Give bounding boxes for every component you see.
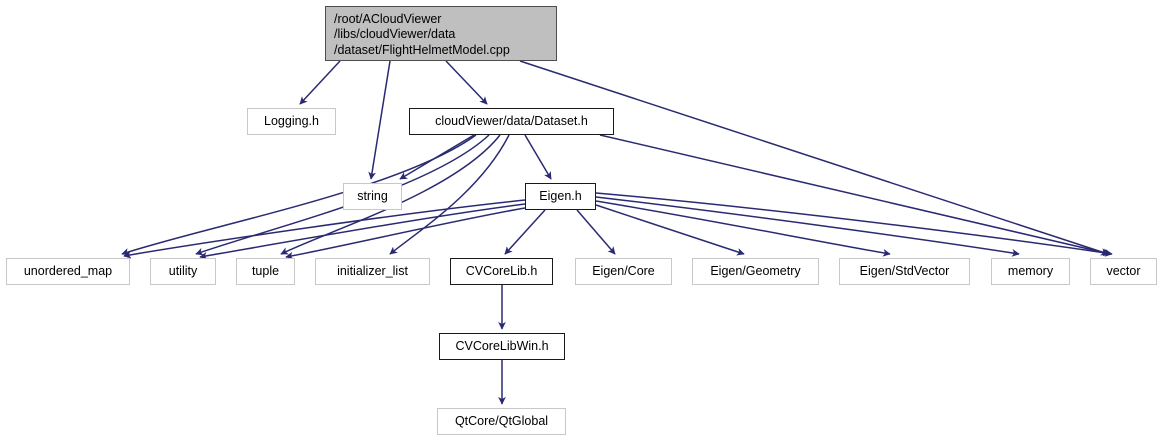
edge-eigen-to-eigen_geometry — [595, 204, 745, 256]
edge-eigen-to-memory — [595, 196, 1020, 257]
edge-dataset-to-eigen — [524, 134, 552, 180]
node-eigen-geometry[interactable]: Eigen/Geometry — [692, 258, 819, 285]
node-tuple[interactable]: tuple — [236, 258, 295, 285]
node-root-file[interactable]: /root/ACloudViewer/libs/cloudViewer/data… — [325, 6, 557, 61]
edge-eigen-to-eigen_stdvector — [595, 200, 891, 257]
node-unordered-map[interactable]: unordered_map — [6, 258, 130, 285]
node-eigen-core[interactable]: Eigen/Core — [575, 258, 672, 285]
edge-dataset-to-string — [399, 134, 475, 180]
edge-eigen-to-vector — [595, 192, 1113, 257]
edge-root-to-string — [368, 60, 391, 180]
node-utility[interactable]: utility — [150, 258, 216, 285]
edge-eigen-to-unordered_map — [123, 199, 526, 259]
edge-dataset-to-initializer — [389, 134, 510, 255]
edge-root-to-dataset — [445, 60, 488, 105]
edge-eigen-to-cvcorelib — [504, 209, 546, 255]
node-logging-h[interactable]: Logging.h — [247, 108, 336, 135]
node-root-line3: /dataset/FlightHelmetModel.cpp — [334, 42, 510, 57]
edge-eigen-to-eigen_core — [576, 209, 616, 255]
edge-root-to-logging — [299, 60, 341, 105]
edge-eigen-to-tuple — [285, 207, 526, 260]
node-root-line2: /libs/cloudViewer/data — [334, 27, 456, 42]
edge-root-to-vector — [519, 60, 1109, 256]
node-cvcorelibwin-h[interactable]: CVCoreLibWin.h — [439, 333, 565, 360]
node-eigen-h[interactable]: Eigen.h — [525, 183, 596, 210]
edge-eigen-to-utility — [199, 203, 526, 260]
edge-dataset-to-vector — [599, 134, 1111, 257]
node-dataset-h[interactable]: cloudViewer/data/Dataset.h — [409, 108, 614, 135]
node-initializer-list[interactable]: initializer_list — [315, 258, 430, 285]
edge-dataset-to-unordered_map — [121, 134, 477, 256]
node-string[interactable]: string — [343, 183, 402, 210]
node-qtcore-qtglobal[interactable]: QtCore/QtGlobal — [437, 408, 566, 435]
node-vector[interactable]: vector — [1090, 258, 1157, 285]
node-memory[interactable]: memory — [991, 258, 1070, 285]
node-cvcorelib-h[interactable]: CVCoreLib.h — [450, 258, 553, 285]
node-eigen-stdvector[interactable]: Eigen/StdVector — [839, 258, 970, 285]
node-root-line1: /root/ACloudViewer — [334, 12, 442, 26]
